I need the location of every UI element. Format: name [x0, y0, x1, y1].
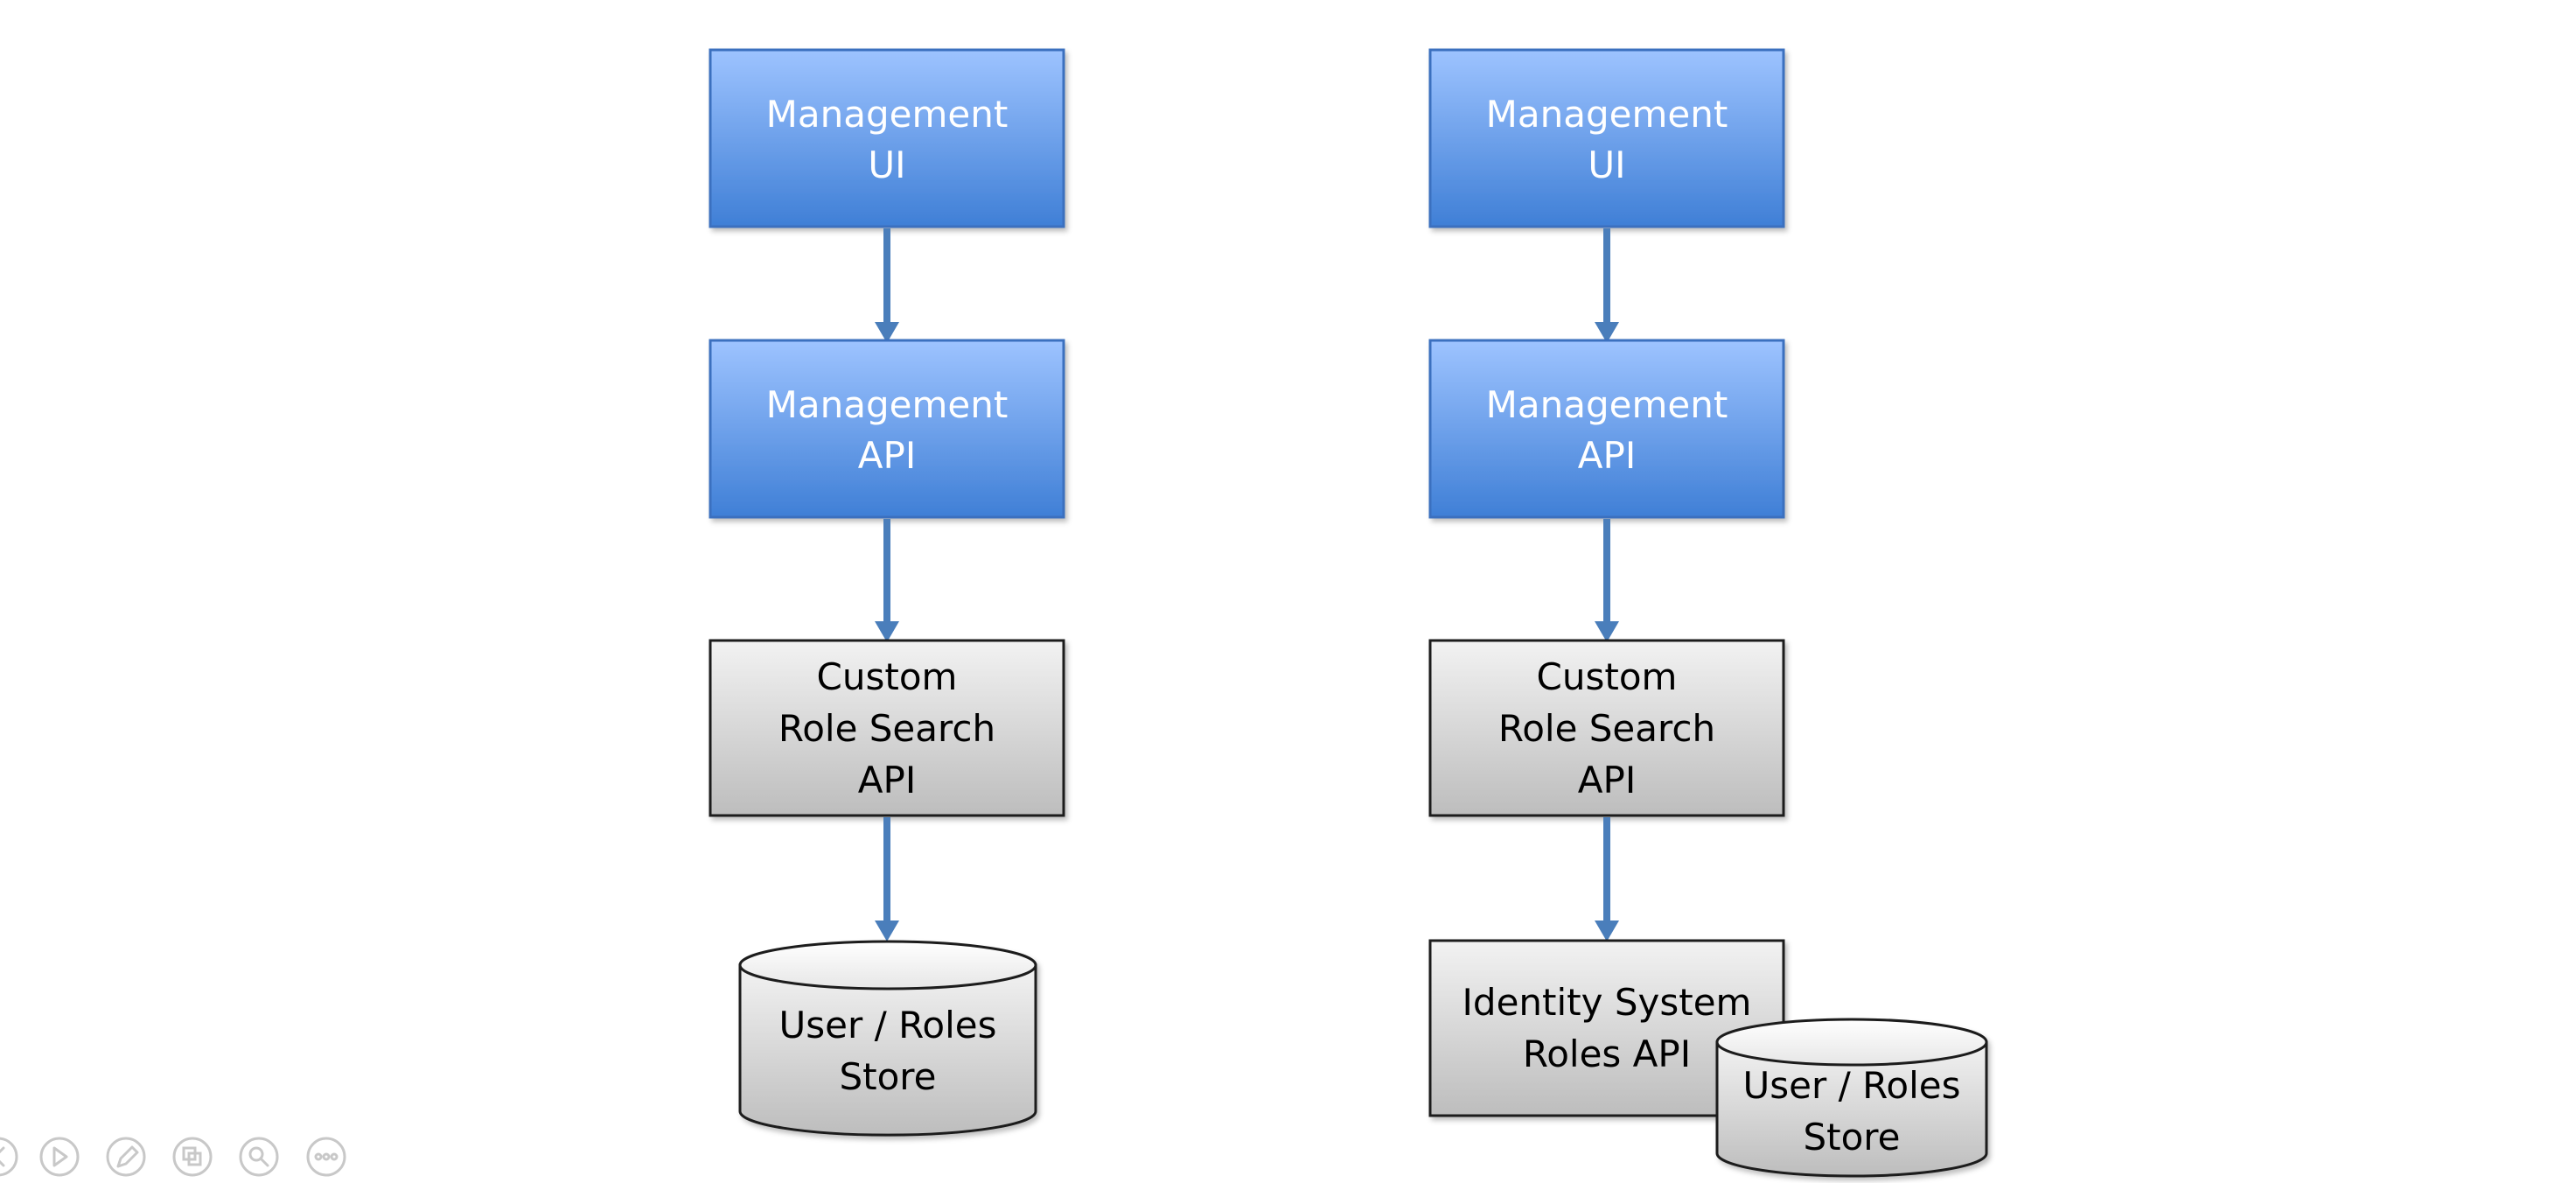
right-user-roles-store-cylinder: User / Roles Store [1715, 1018, 1988, 1178]
slides-grid-icon[interactable] [172, 1137, 213, 1177]
node-label-line: Management [766, 383, 1009, 426]
arrowhead [1595, 322, 1619, 343]
arrowhead [875, 322, 899, 343]
arrowhead [875, 621, 899, 642]
zoom-icon[interactable] [239, 1137, 279, 1177]
left-user-roles-store-cylinder: User / Roles Store [738, 940, 1037, 1137]
previous-slide-icon[interactable] [0, 1137, 18, 1177]
more-options-icon[interactable] [306, 1137, 346, 1177]
pen-icon[interactable] [106, 1137, 146, 1177]
right-column: Management UI Management API Custom Role… [1428, 48, 1988, 1178]
left-column: Management UI Management API Custom Role… [709, 48, 1065, 1137]
node-label-line: Identity System [1463, 981, 1752, 1024]
slideshow-toolbar [0, 1137, 346, 1177]
right-custom-role-search-api-box: Custom Role Search API [1428, 639, 1785, 817]
node-label-line: API [1578, 434, 1636, 477]
node-label-line: UI [1588, 144, 1625, 186]
node-label-line: Store [839, 1055, 936, 1098]
arrowhead [875, 920, 899, 942]
left-management-ui-box: Management UI [709, 48, 1065, 228]
node-label-line: Role Search [778, 707, 995, 750]
node-label-line: Custom [1537, 655, 1678, 698]
node-label-line: UI [868, 144, 905, 186]
node-label-line: Management [1486, 383, 1728, 426]
node-label-line: User / Roles [1743, 1064, 1961, 1107]
node-label-line: Management [766, 93, 1009, 136]
node-label-line: Role Search [1498, 707, 1715, 750]
node-label-line: API [858, 434, 916, 477]
node-label-line: Store [1803, 1116, 1900, 1158]
node-label-line: User / Roles [779, 1004, 997, 1046]
right-management-api-box: Management API [1428, 339, 1785, 519]
arrowhead [1595, 621, 1619, 642]
left-custom-role-search-api-box: Custom Role Search API [709, 639, 1065, 817]
node-label-line: Roles API [1523, 1032, 1691, 1075]
node-label-line: Custom [817, 655, 958, 698]
right-management-ui-box: Management UI [1428, 48, 1785, 228]
left-management-api-box: Management API [709, 339, 1065, 519]
arrowhead [1595, 920, 1619, 942]
node-label-line: API [858, 759, 916, 802]
play-icon[interactable] [39, 1137, 80, 1177]
node-label-line: Management [1486, 93, 1728, 136]
node-label-line: API [1578, 759, 1636, 802]
